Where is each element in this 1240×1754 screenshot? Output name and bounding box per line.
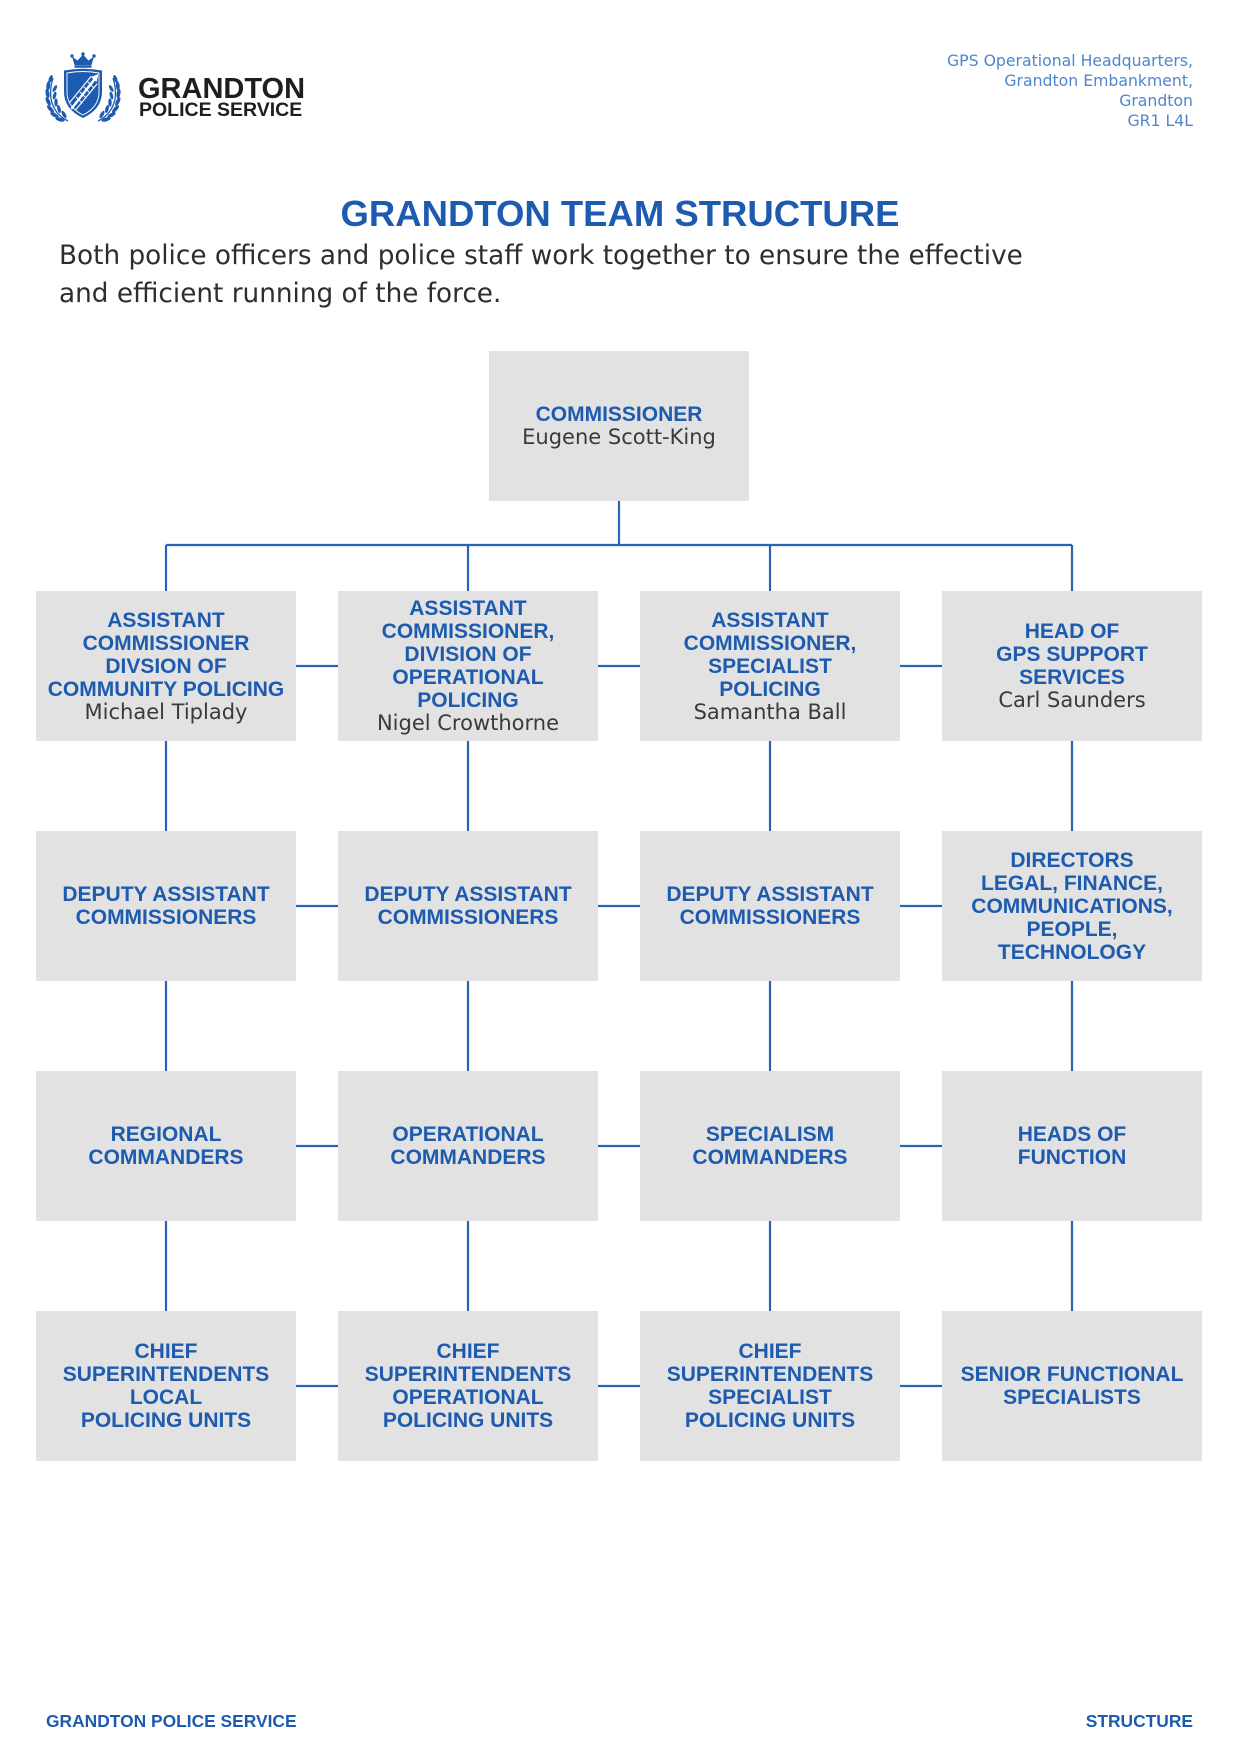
org-connectors [164,501,1074,1388]
org-box-title-line: SPECIALIST [708,654,832,678]
org-box-person-name: Michael Tiplady [84,699,248,724]
org-box-title-line: SUPERINTENDENTS [364,1363,572,1386]
org-box-title-line: COMMISSIONERS [679,906,861,929]
address-line: GPS Operational Headquarters, [947,51,1193,70]
org-box-title-line: COMMANDERS [692,1146,848,1169]
org-box-title-line: COMMISSIONERS [377,906,559,929]
org-box-title-line: DIVISION OF [404,643,532,666]
org-box-title-line: GPS SUPPORT [996,643,1148,666]
org-box-title-line: POLICING UNITS [80,1409,252,1432]
org-box-title-line: COMMANDERS [88,1146,244,1169]
org-box-title-line: REGIONAL [110,1123,222,1146]
address-block: GPS Operational Headquarters, Grandton E… [947,51,1193,131]
org-box-title-line: DEPUTY ASSISTANT [666,883,874,906]
org-box-title-line: SENIOR FUNCTIONAL [960,1363,1184,1386]
org-box-title-line: SUPERINTENDENTS [666,1363,874,1386]
org-box-title-line: COMMANDERS [390,1146,546,1169]
org-box-title-line: COMMISSIONER, [381,620,555,643]
org-box-title-line: OPERATIONAL [392,1386,544,1409]
org-box-title-line: COMMISSIONERS [75,906,257,929]
org-box-title-line: POLICING [417,689,519,712]
org-box-title-line: CHIEF [134,1340,198,1363]
org-box-title-line: SPECIALISM [705,1123,835,1146]
org-box-title-line: PEOPLE, [1026,917,1118,941]
org-box-title-line: CHIEF [738,1340,802,1363]
org-box-title-line: COMMUNICATIONS, [971,894,1173,918]
org-box-title-line: HEAD OF [1024,620,1120,643]
org-box-title-line: SPECIALIST [708,1386,832,1409]
org-box-title-line: ASSISTANT [107,608,225,632]
org-box-title-line: POLICING UNITS [684,1409,856,1432]
org-box-title-line: OPERATIONAL [392,666,544,689]
org-box-title-line: FUNCTION [1017,1146,1127,1169]
org-box-title-line: CHIEF [436,1340,500,1363]
page-title: GRANDTON TEAM STRUCTURE [340,193,900,234]
footer-brand: GRANDTON POLICE SERVICE [46,1711,297,1731]
brand-name: GRANDTON [138,73,306,105]
org-box-title-line: TECHNOLOGY [997,940,1147,964]
org-box-title-line: OPERATIONAL [392,1123,544,1146]
footer-section-label: STRUCTURE [1085,1711,1193,1731]
org-box-title-line: POLICING [719,677,821,701]
org-box-title-line: HEADS OF [1017,1123,1127,1146]
org-box-title-line: COMMISSIONER [535,403,703,426]
org-box-title-line: COMMUNITY POLICING [47,677,285,701]
org-box-title-line: LEGAL, FINANCE, [981,871,1163,895]
org-box-title-line: SUPERINTENDENTS [62,1363,270,1386]
org-box-title-line: DIRECTORS [1010,848,1134,872]
org-box-title-line: ASSISTANT [711,608,829,632]
org-box-title-line: DEPUTY ASSISTANT [364,883,572,906]
brand-subtitle: POLICE SERVICE [139,99,303,121]
org-box-title-line: DEPUTY ASSISTANT [62,883,270,906]
org-box-title-line: SPECIALISTS [1003,1386,1141,1409]
org-box-title-line: SERVICES [1019,666,1125,689]
org-box-person-name: Samantha Ball [693,699,847,724]
police-crest-icon [45,52,121,122]
address-line: Grandton Embankment, [1004,71,1193,90]
org-box-person-name: Carl Saunders [998,688,1146,712]
org-box-person-name: Nigel Crowthorne [376,711,560,735]
org-box-title-line: LOCAL [129,1386,203,1409]
intro-text: Both police officers and police staff wo… [59,241,1023,309]
address-line: GR1 L4L [1127,111,1194,130]
org-box-title-line: COMMISSIONER, [683,631,857,655]
org-box-title-line: COMMISSIONER [82,631,250,655]
org-box-title-line: DIVSION OF [105,654,227,678]
org-box-title-line: ASSISTANT [409,597,527,620]
address-line: Grandton [1119,91,1193,110]
org-box-title-line: POLICING UNITS [382,1409,554,1432]
org-box-person-name: Eugene Scott-King [522,425,716,449]
